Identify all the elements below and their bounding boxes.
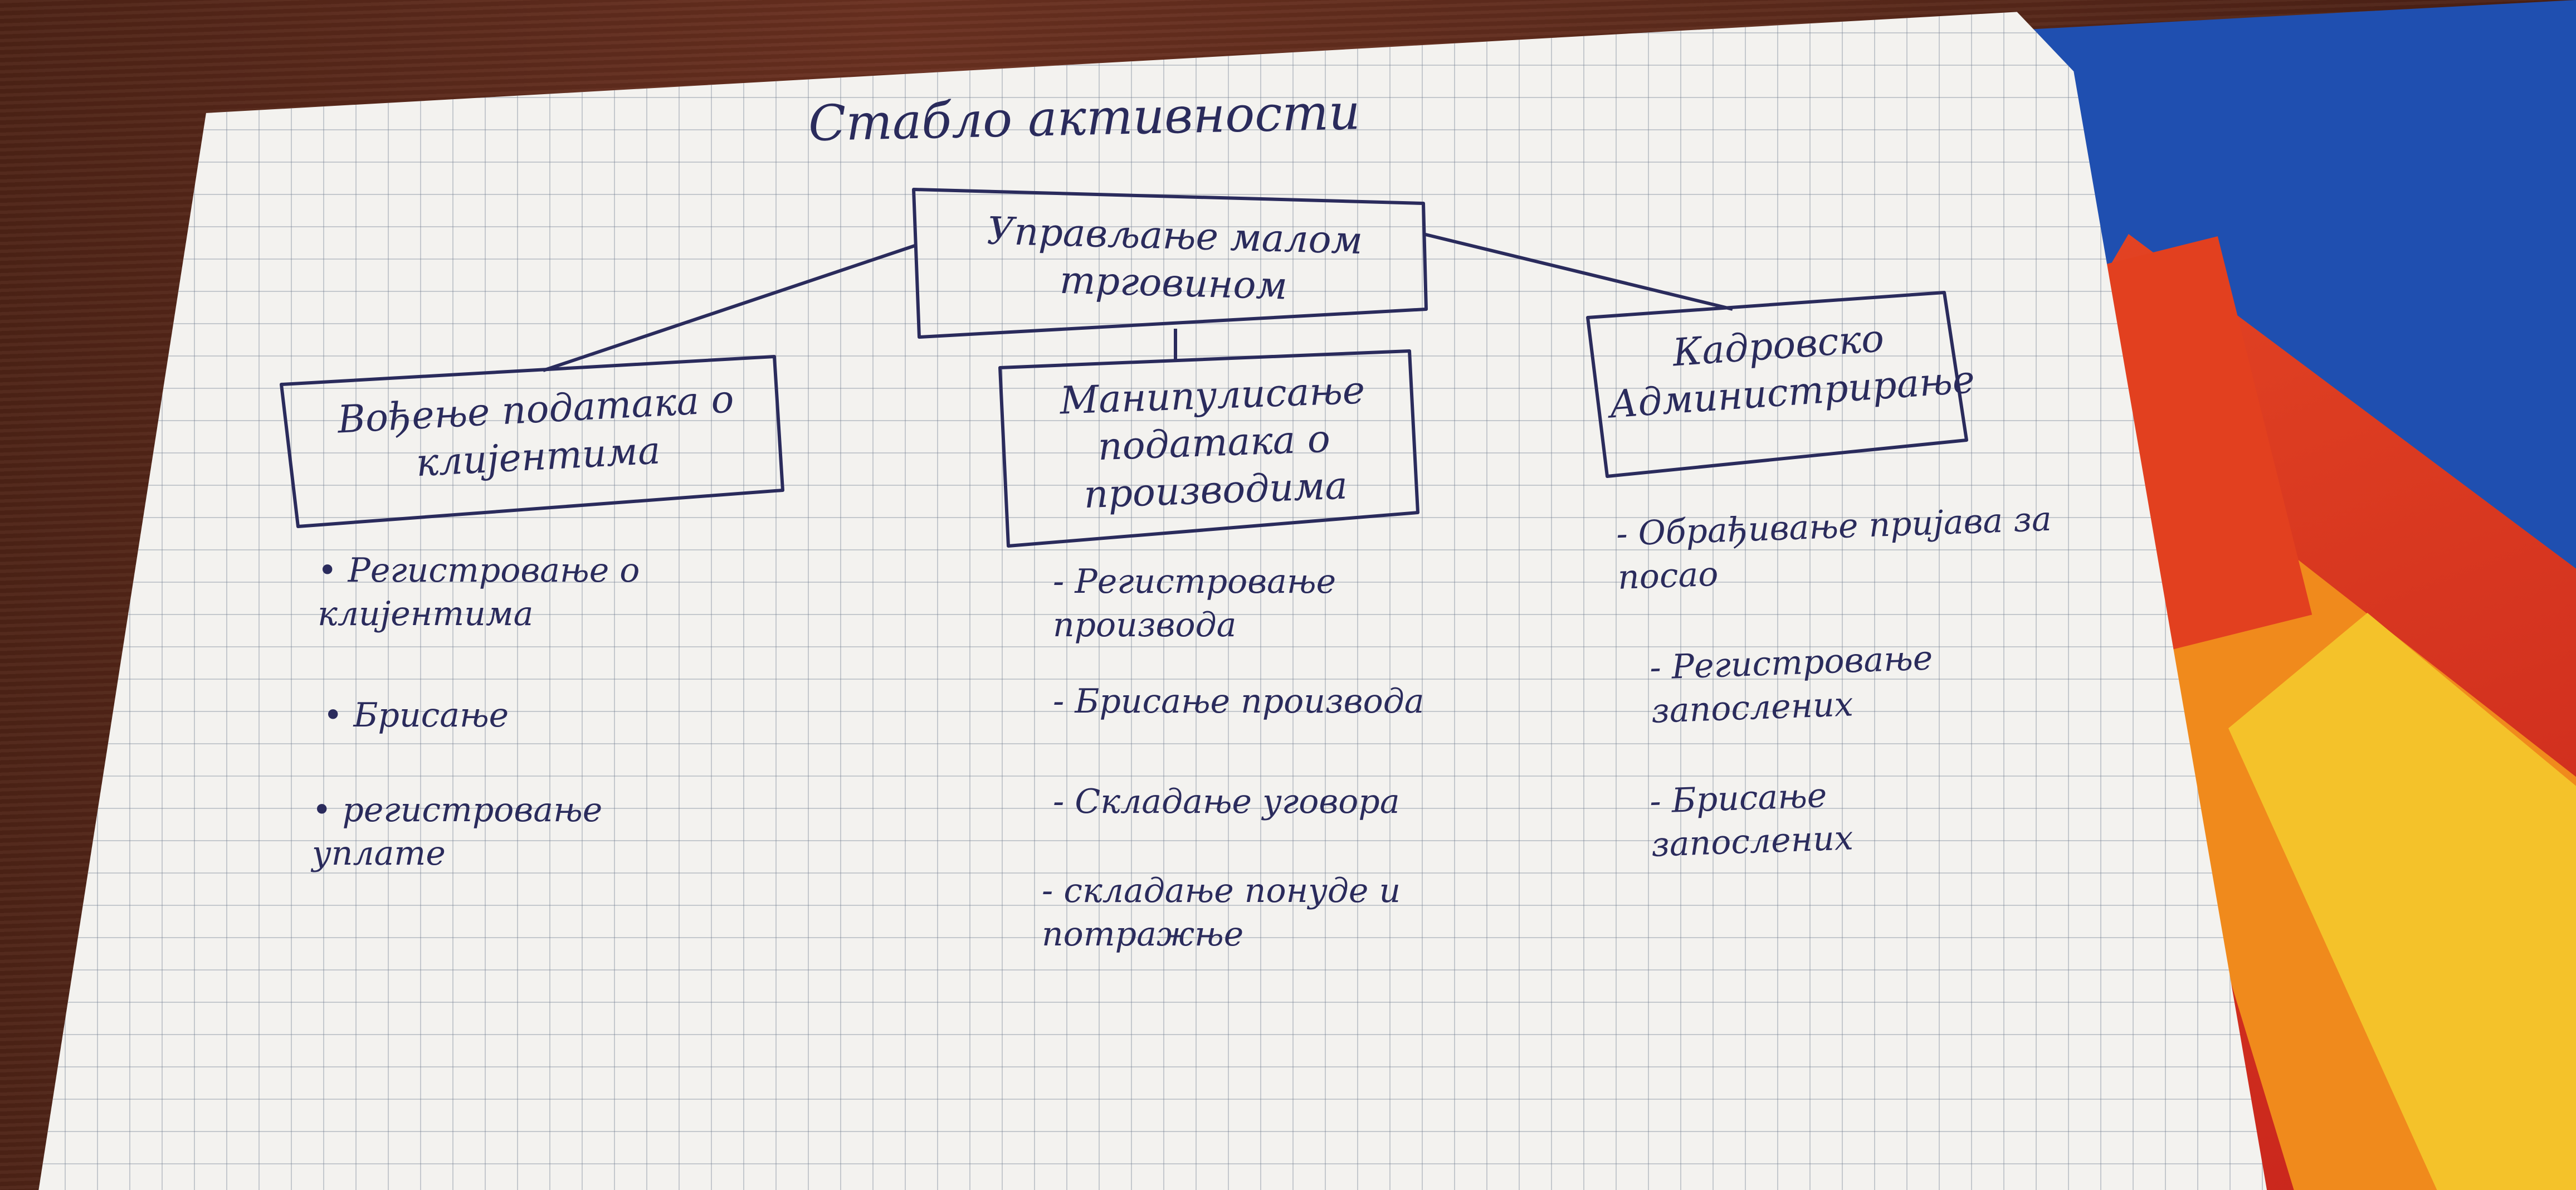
list-item: - Обрађивање пријава за посао bbox=[1616, 499, 2052, 597]
connector-left bbox=[543, 243, 917, 372]
branch-box-clients bbox=[280, 355, 784, 528]
root-label: Управљање малом трговином bbox=[986, 209, 1363, 309]
list-item: - Регистровање запослених bbox=[1649, 638, 1934, 731]
branch-label-products: Манипулисање података о производима bbox=[1059, 368, 1366, 518]
diagram-title: Стабло активности bbox=[808, 83, 1361, 152]
branch-box-products bbox=[998, 349, 1419, 548]
branch-box-hr bbox=[1586, 291, 1968, 478]
list-item: • регистровање уплате bbox=[312, 791, 603, 873]
list-item: - Брисање производа bbox=[1053, 682, 1424, 721]
list-item: - складање понуде и потражње bbox=[1042, 871, 1401, 954]
list-item: - Регистровање производа bbox=[1053, 562, 1336, 645]
list-item: • Регистровање о клијентима bbox=[318, 551, 640, 633]
list-item: - Складање уговора bbox=[1053, 782, 1400, 821]
connector-right bbox=[1423, 232, 1733, 311]
list-item: • Брисање bbox=[323, 696, 509, 735]
list-item: - Брисање запослених bbox=[1649, 776, 1854, 865]
root-box bbox=[912, 188, 1428, 339]
